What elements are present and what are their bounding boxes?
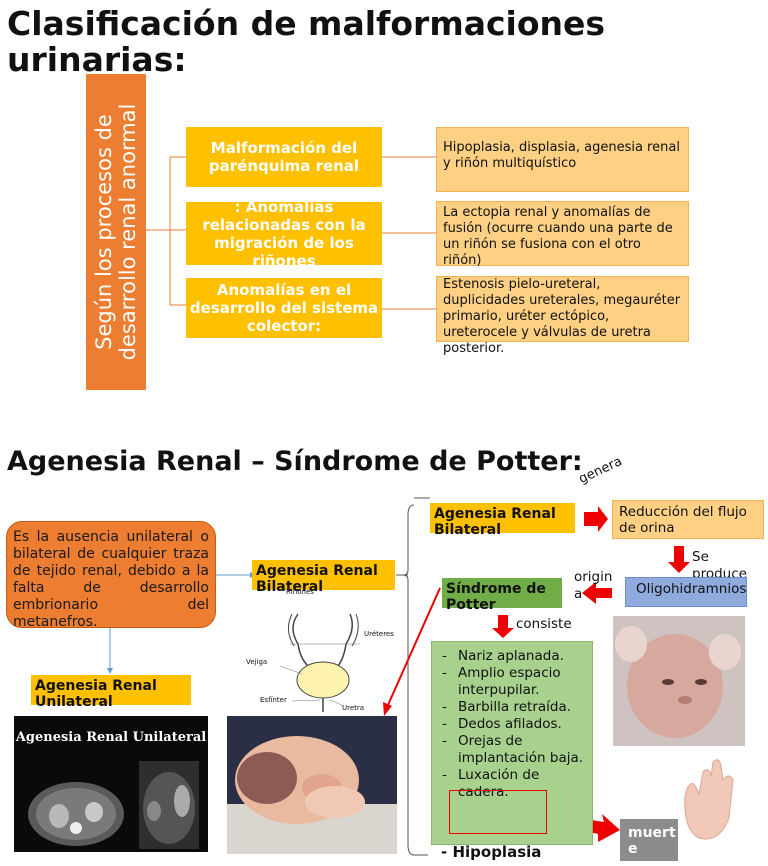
label-ureters: Uréteres (364, 630, 394, 638)
category-box-parenchyma: Malformación del parénquima renal (186, 127, 382, 187)
feature-item: Nariz aplanada. (438, 648, 588, 665)
ct-scan-image: Agenesia Renal Unilateral (14, 716, 208, 852)
section-title: Agenesia Renal – Síndrome de Potter: (7, 446, 583, 477)
category-box-migration: : Anomalías relacionadas con la migració… (186, 202, 382, 265)
page-title: Clasificación de malformaciones urinaria… (7, 4, 606, 79)
category-label: Malformación del parénquima renal (208, 139, 360, 175)
origina-label: origina (574, 569, 613, 602)
category-detail-parenchyma: Hipoplasia, displasia, agenesia renal y … (436, 127, 689, 192)
feature-item: Luxación de cadera. (438, 767, 588, 801)
feature-item: Barbilla retraída. (438, 699, 588, 716)
classification-criterion-bar: Según los procesos de desarrollo renal a… (86, 74, 146, 390)
potter-syndrome-box: Síndrome de Potter (442, 578, 562, 613)
potter-hand-drawing (684, 759, 734, 840)
ct-slices-drawing (28, 761, 199, 849)
death-box: muerte (620, 819, 678, 861)
ct-image-title: Agenesia Renal Unilateral (15, 730, 207, 745)
urinary-tract-diagram: Riñones Uréteres Vejiga Esfínter Uretra (240, 588, 394, 712)
highlight-frame (449, 790, 547, 834)
potter-face-photo (613, 616, 745, 746)
consiste-label: consiste (516, 616, 572, 632)
hipoplasia-text: Hipoplasia (452, 843, 542, 861)
category-label: Anomalías en el desarrollo del sistema c… (189, 281, 379, 335)
potter-hand-photo (663, 752, 767, 852)
newborn-drawing (227, 736, 397, 854)
feature-item: Dedos afilados. (438, 716, 588, 733)
potter-face-drawing (615, 626, 741, 738)
label-urethra: Uretra (342, 704, 365, 712)
potter-features-list: Nariz aplanada. Amplio espacio interpupi… (438, 648, 588, 801)
category-detail-collector: Estenosis pielo-ureteral, duplicidades u… (436, 276, 689, 356)
potter-features-box: Nariz aplanada. Amplio espacio interpupi… (431, 641, 593, 845)
label-sphincter: Esfínter (260, 696, 287, 704)
label-kidneys: Riñones (286, 588, 314, 596)
bilateral-top-label: Agenesia Renal Bilateral (430, 503, 575, 538)
definition-box: Es la ausencia unilateral o bilateral de… (6, 521, 216, 630)
category-detail-migration: La ectopia renal y anomalías de fusión (… (436, 201, 689, 268)
unilateral-label: Agenesia Renal Unilateral (31, 675, 191, 710)
bilateral-center-label: Agenesia Renal Bilateral (252, 560, 395, 595)
label-bladder: Vejiga (246, 658, 268, 666)
category-box-collector: Anomalías en el desarrollo del sistema c… (186, 278, 382, 338)
feature-item: Amplio espacio interpupilar. (438, 665, 588, 699)
potter-newborn-photo (227, 716, 397, 854)
top-connectors (146, 156, 436, 310)
feature-item: Orejas de implantación baja. (438, 733, 588, 767)
urinary-tract-drawing (279, 613, 360, 712)
hipoplasia-item: - Hipoplasia (441, 843, 542, 861)
reduction-box: Reducción del flujo de orina (612, 500, 764, 539)
oligohydramnios-box: Oligohidramnios (625, 577, 747, 607)
category-label: : Anomalías relacionadas con la migració… (202, 202, 366, 265)
